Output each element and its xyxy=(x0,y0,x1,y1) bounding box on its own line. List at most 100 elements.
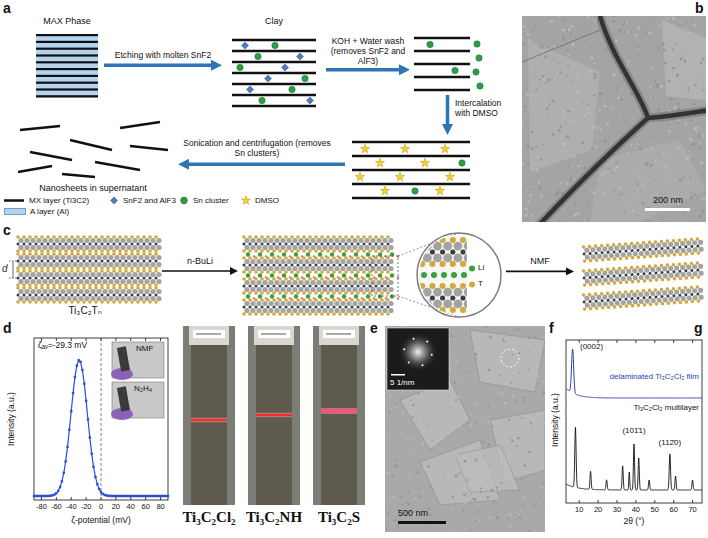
t-atom xyxy=(34,252,38,256)
h-ion xyxy=(277,255,280,258)
ti-atom xyxy=(632,251,638,257)
tem-grain xyxy=(703,77,704,78)
ti-atom xyxy=(108,296,113,301)
sn-cluster xyxy=(412,188,418,194)
tem-grain xyxy=(691,198,693,200)
ti-atom xyxy=(66,296,71,301)
c-atom xyxy=(149,260,152,263)
c-atom xyxy=(279,285,282,288)
ti-atom xyxy=(603,277,609,283)
ti-atom xyxy=(388,287,393,292)
tem-grain xyxy=(527,200,530,203)
t-atom xyxy=(64,269,68,273)
ti-atom xyxy=(334,287,339,292)
tem-grain xyxy=(614,189,616,191)
tem-grain xyxy=(627,21,629,23)
ti-atom xyxy=(150,272,155,277)
ti-atom xyxy=(620,245,626,251)
tem-grain xyxy=(627,60,629,62)
delaminated-layer xyxy=(582,237,704,263)
tem-grain xyxy=(586,30,587,31)
tem-grain xyxy=(573,155,575,157)
ti-atom xyxy=(18,238,23,243)
ti-atom xyxy=(48,296,53,301)
c-atom xyxy=(71,294,74,297)
c-atom xyxy=(131,277,134,280)
tem-grain xyxy=(666,17,669,20)
snf2-crystal xyxy=(241,42,248,49)
ti-atom xyxy=(156,296,161,301)
tem-grain xyxy=(578,20,579,21)
t-atom xyxy=(142,286,146,290)
c-atom xyxy=(137,260,140,263)
tem-grain xyxy=(692,161,693,162)
tem-grain xyxy=(639,147,642,150)
tem-grain xyxy=(595,19,596,20)
c-atom xyxy=(672,270,675,273)
tem-grain xyxy=(564,135,566,137)
ti-atom xyxy=(662,266,668,272)
c-atom xyxy=(595,300,598,303)
ti-atom xyxy=(656,297,662,303)
t-atom xyxy=(242,312,246,316)
tem-grain xyxy=(617,26,618,27)
ti-atom xyxy=(364,259,369,264)
ti-atom xyxy=(680,265,686,271)
tem-grain xyxy=(553,141,554,142)
mx-layer xyxy=(36,68,98,70)
t-atom xyxy=(607,281,611,285)
t-atom xyxy=(52,269,56,273)
t-atom xyxy=(254,270,258,274)
mx-layer xyxy=(232,39,316,42)
sn-cluster xyxy=(473,69,479,75)
c-atom xyxy=(666,271,669,274)
ti-atom xyxy=(364,301,369,306)
t-atom xyxy=(380,298,384,302)
t-atom xyxy=(368,256,372,260)
ti-atom xyxy=(352,259,357,264)
tem-grain xyxy=(559,181,561,183)
ti-atom xyxy=(388,301,393,306)
ti-atom xyxy=(310,308,315,313)
t-atom xyxy=(308,298,312,302)
mx-layer xyxy=(36,41,98,43)
c-atom xyxy=(125,260,128,263)
tem-grain xyxy=(641,183,644,186)
t-atom xyxy=(242,249,246,253)
li-ion xyxy=(366,273,370,277)
tem-grain xyxy=(534,16,536,17)
ti-atom xyxy=(24,262,29,267)
tem-grain xyxy=(642,202,644,204)
tem-grain xyxy=(635,147,637,149)
tem-grain xyxy=(576,75,579,78)
t-atom xyxy=(266,291,270,295)
t-atom xyxy=(642,265,646,269)
t-atom xyxy=(266,270,270,274)
ti-atom xyxy=(615,252,621,258)
ti-atom xyxy=(30,296,35,301)
tem-grain xyxy=(525,207,528,210)
c-atom xyxy=(35,277,38,280)
t-atom xyxy=(643,255,647,259)
tem-grain xyxy=(629,56,631,58)
ti-atom xyxy=(42,272,47,277)
mx-layer xyxy=(352,183,470,186)
c-atom xyxy=(155,260,158,263)
c-atom xyxy=(375,285,378,288)
tem-grain xyxy=(634,34,637,37)
tem-grain xyxy=(686,22,688,24)
ti-atom xyxy=(650,291,656,297)
t-atom xyxy=(380,277,384,281)
t-atom xyxy=(690,252,694,256)
li-ion xyxy=(354,252,358,256)
tem-grain xyxy=(690,195,693,198)
c-atom xyxy=(624,273,627,276)
c-atom xyxy=(137,294,140,297)
t-atom xyxy=(326,270,330,274)
ti-atom xyxy=(609,253,615,259)
ti-atom xyxy=(668,290,674,296)
t-atom xyxy=(595,258,599,262)
c-atom xyxy=(83,294,86,297)
ti-atom xyxy=(632,275,638,281)
t-atom xyxy=(589,259,593,263)
